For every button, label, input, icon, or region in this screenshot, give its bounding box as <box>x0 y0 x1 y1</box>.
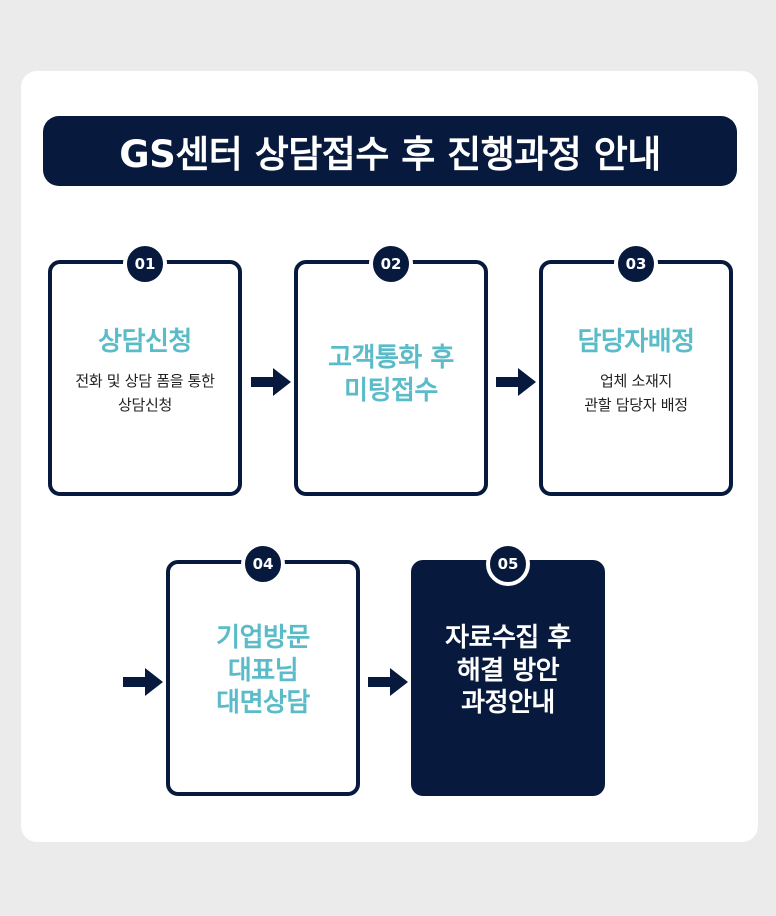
step-04-title: 기업방문 대표님 대면상담 <box>216 622 310 720</box>
step-03-badge: 03 <box>614 242 658 286</box>
step-01-title: 상담신청 <box>98 327 192 357</box>
arrow-right-icon <box>123 668 163 696</box>
arrow-right-icon <box>251 368 291 396</box>
step-03-desc-line2: 관할 담당자 배정 <box>584 396 688 415</box>
step-03-desc: 업체 소재지 관할 담당자 배정 <box>584 369 688 419</box>
step-01-desc-line1: 전화 및 상담 폼을 통한 <box>75 371 215 390</box>
step-05-title-line2: 해결 방안 <box>456 655 560 686</box>
page-title: GS센터 상담접수 후 진행과정 안내 <box>43 116 737 186</box>
step-04-title-line1: 기업방문 <box>216 623 310 653</box>
step-02-card: 02 고객통화 후 미팅접수 <box>294 242 488 496</box>
step-03-desc-line1: 업체 소재지 <box>600 371 672 390</box>
step-05-card: 05 자료수집 후 해결 방안 과정안내 <box>411 542 605 796</box>
step-04-title-line3: 대면상담 <box>216 688 310 718</box>
step-01-card: 01 상담신청 전화 및 상담 폼을 통한 상담신청 <box>48 242 242 496</box>
step-05-title: 자료수집 후 해결 방안 과정안내 <box>445 622 571 720</box>
arrow-right-icon <box>368 668 408 696</box>
step-04-card: 04 기업방문 대표님 대면상담 <box>166 542 360 796</box>
step-05-title-line1: 자료수집 후 <box>445 623 571 653</box>
step-04-badge: 04 <box>241 542 285 586</box>
arrow-right-icon <box>496 368 536 396</box>
step-03-card: 03 담당자배정 업체 소재지 관할 담당자 배정 <box>539 242 733 496</box>
step-02-title: 고객통화 후 미팅접수 <box>328 342 454 407</box>
step-03-title: 담당자배정 <box>577 327 695 357</box>
step-01-desc: 전화 및 상담 폼을 통한 상담신청 <box>75 369 215 419</box>
step-02-badge: 02 <box>369 242 413 286</box>
step-04-title-line2: 대표님 <box>227 655 299 686</box>
step-02-title-line2: 미팅접수 <box>344 375 438 406</box>
step-01-desc-line2: 상담신청 <box>117 396 172 415</box>
step-01-badge: 01 <box>123 242 167 286</box>
step-05-title-line3: 과정안내 <box>461 688 555 718</box>
step-05-badge: 05 <box>486 542 530 586</box>
step-02-title-line1: 고객통화 후 <box>328 343 454 373</box>
